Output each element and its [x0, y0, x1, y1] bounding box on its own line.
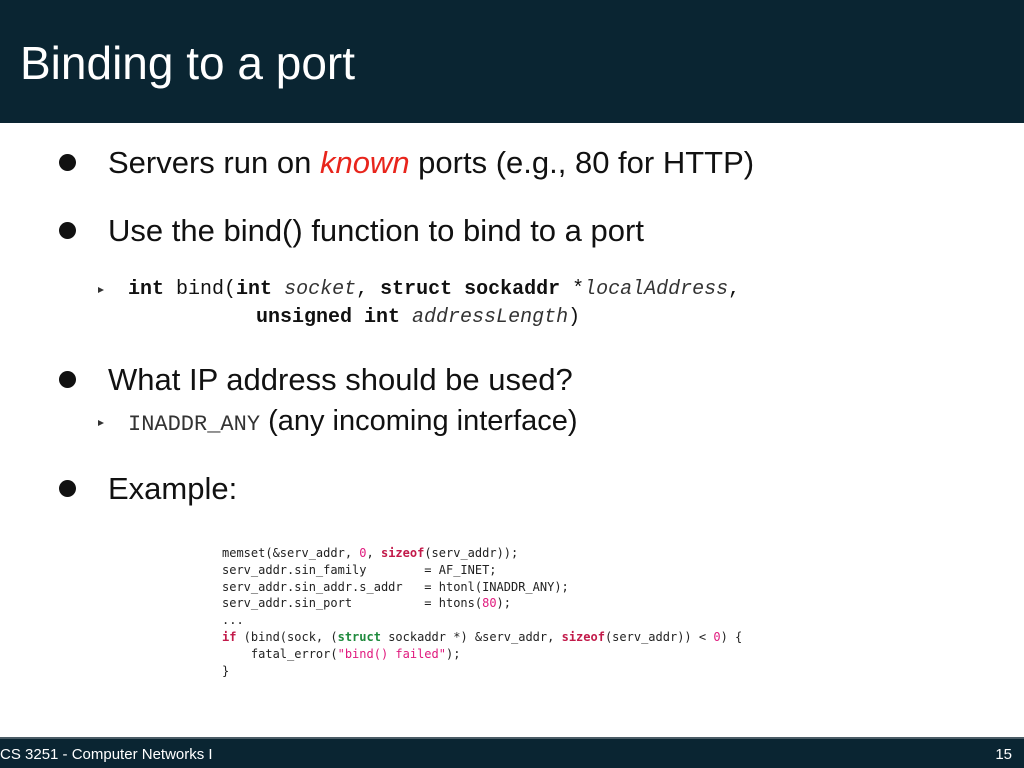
sub-bullet-arrow-icon: [98, 420, 104, 426]
kw-int: int: [128, 278, 165, 301]
code-line-4: serv_addr.sin_port = htons(80);: [222, 596, 511, 610]
code-keyword: sizeof: [561, 629, 605, 644]
code-line-7: fatal_error("bind() failed");: [222, 646, 461, 661]
code-line-5: ...: [222, 613, 244, 628]
sub-bullet-arrow-icon: [98, 287, 104, 293]
comma: ,: [728, 278, 741, 301]
param-socket: socket: [284, 278, 357, 301]
code-line-3: serv_addr.sin_addr.s_addr = htonl(INADDR…: [222, 579, 569, 594]
course-name: CS 3251 - Computer Networks I: [0, 746, 213, 763]
code-line-6: if (bind(sock, (struct sockaddr *) &serv…: [222, 630, 742, 644]
bullet-text: Example:: [108, 471, 238, 506]
bullet-dot-icon: [59, 222, 76, 239]
sub-bullet-text: (any incoming interface): [260, 405, 578, 437]
bullet-dot-icon: [59, 371, 76, 388]
page-number: 15: [995, 746, 1012, 763]
bullet-servers-ports: Servers run on known ports (e.g., 80 for…: [59, 145, 755, 181]
code-token: );: [496, 596, 511, 611]
close-paren: ): [568, 306, 581, 329]
bullet-text: Use the bind() function to bind to a por…: [108, 213, 644, 248]
code-inaddr-any: INADDR_ANY: [128, 412, 261, 437]
slide-header: Binding to a port: [0, 0, 1024, 123]
sub-bullet-inaddr-any: INADDR_ANY (any incoming interface): [128, 404, 578, 442]
emphasis-known: known: [319, 145, 410, 180]
bind-signature-line2: unsigned int addressLength): [256, 306, 580, 330]
code-token: serv_addr.sin_port = htons(: [222, 596, 483, 611]
bullet-text: Servers run on: [108, 145, 312, 180]
code-token: );: [445, 646, 461, 661]
code-line-8: }: [222, 663, 230, 678]
bullet-bind-function: Use the bind() function to bind to a por…: [59, 213, 644, 249]
bullet-dot-icon: [59, 480, 76, 497]
code-keyword: sizeof: [380, 546, 425, 560]
comma: ,: [356, 278, 381, 301]
bullet-dot-icon: [59, 154, 76, 171]
kw-int-2: int: [236, 278, 273, 301]
bullet-example: Example:: [59, 471, 238, 507]
pointer-star: *: [560, 278, 585, 301]
code-token: ,: [366, 546, 381, 560]
code-example: memset(&serv_addr, 0, sizeof(serv_addr))…: [222, 545, 742, 679]
code-token: (bind(sock, (: [236, 629, 338, 644]
bullet-text: What IP address should be used?: [108, 362, 573, 397]
slide-title: Binding to a port: [20, 37, 356, 89]
code-token: ) {: [720, 629, 743, 644]
bullet-text-cont: ports (e.g., 80 for HTTP): [409, 145, 755, 180]
code-line-2: serv_addr.sin_family = AF_INET;: [222, 562, 497, 577]
code-token: sockaddr *) &serv_addr,: [380, 629, 562, 644]
code-token: fatal_error(: [222, 646, 338, 661]
bind-signature-line1: int bind(int socket, struct sockaddr *lo…: [128, 278, 740, 302]
param-address-length: addressLength: [412, 306, 569, 329]
code-number: 0: [713, 629, 721, 644]
code-line-1: memset(&serv_addr, 0, sizeof(serv_addr))…: [222, 546, 518, 560]
bullet-ip-address: What IP address should be used?: [59, 362, 573, 398]
code-token: (serv_addr)) <: [604, 629, 714, 644]
code-number: 0: [359, 546, 367, 560]
fn-bind: bind(: [164, 278, 237, 301]
slide-footer: CS 3251 - Computer Networks I 15: [0, 737, 1024, 768]
code-token: (serv_addr));: [424, 546, 519, 560]
code-string: "bind() failed": [337, 646, 446, 661]
code-keyword: if: [222, 629, 237, 644]
kw-unsigned-int: unsigned int: [256, 306, 401, 329]
param-local-address: localAddress: [584, 278, 729, 301]
code-token: memset(&serv_addr,: [222, 546, 360, 560]
kw-struct-sockaddr: struct sockaddr: [380, 278, 561, 301]
code-number: 80: [482, 596, 497, 611]
code-type: struct: [337, 629, 381, 644]
